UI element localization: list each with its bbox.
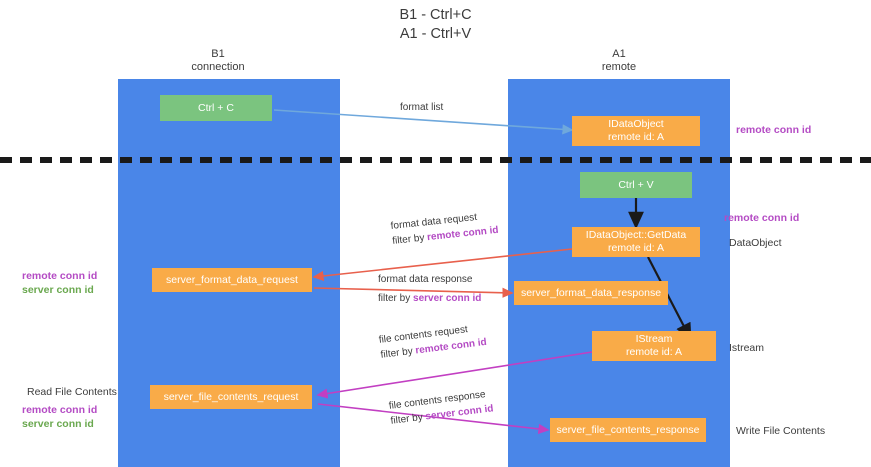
node-ctrl-c[interactable]: Ctrl + C [160, 95, 272, 121]
annotation-write-file-contents: Write File Contents [736, 425, 826, 437]
edge-label-format-data-response: format data response filter by server co… [378, 272, 481, 306]
annotation-remote-conn-id-mid: remote conn id [724, 212, 800, 224]
fdres-prefix: filter by [378, 293, 414, 304]
node-getdata-line2: remote id: A [607, 242, 665, 254]
fdres-highlight: server conn id [413, 293, 482, 304]
annotation-istream: Istream [729, 342, 765, 354]
node-server-file-contents-request-label: server_file_contents_request [163, 390, 299, 403]
edge-label-format-data-request: format data request filter by remote con… [390, 208, 499, 249]
node-server-file-contents-response[interactable]: server_file_contents_response [550, 418, 706, 442]
column-header-a1: A1 remote [559, 48, 679, 74]
node-ctrl-v[interactable]: Ctrl + V [580, 172, 692, 198]
node-server-file-contents-response-label: server_file_contents_response [556, 423, 700, 436]
annotation-left-remote-conn-id-2: remote conn id [22, 404, 98, 416]
edge-label-file-contents-request: file contents request filter by remote c… [378, 320, 488, 363]
node-server-file-contents-request[interactable]: server_file_contents_request [150, 385, 312, 409]
node-getdata-line1: IDataObject::GetData [585, 229, 687, 241]
diagram-title: B1 - Ctrl+C A1 - Ctrl+V [0, 6, 871, 44]
edge-label-format-list: format list [400, 100, 443, 115]
edge-label-format-data-response-line2: filter by server conn id [378, 291, 481, 306]
column-header-b1-role: connection [191, 61, 245, 73]
fcres-prefix: filter by [390, 411, 427, 427]
node-ctrl-c-label: Ctrl + C [198, 101, 234, 114]
node-istream-line1: IStream [635, 333, 673, 345]
edge-label-file-contents-response: file contents response filter by server … [388, 386, 494, 428]
annotation-remote-conn-id-top: remote conn id [736, 124, 812, 136]
node-server-format-data-response[interactable]: server_format_data_response [514, 281, 668, 305]
node-idataobject-line2: remote id: A [607, 131, 665, 143]
annotation-left-server-conn-id: server conn id [22, 284, 94, 296]
node-server-format-data-request-label: server_format_data_request [166, 273, 298, 286]
node-istream[interactable]: IStream remote id: A [592, 331, 716, 361]
column-header-a1-role: remote [601, 61, 637, 73]
column-header-a1-name: A1 [612, 48, 626, 60]
column-header-b1: B1 connection [158, 48, 278, 74]
fcreq-prefix: filter by [380, 345, 417, 361]
node-server-format-data-response-label: server_format_data_response [520, 286, 662, 299]
node-idataobject[interactable]: IDataObject remote id: A [572, 116, 700, 146]
annotation-dataobject: DataObject [729, 237, 782, 249]
fdreq-prefix: filter by [391, 232, 428, 247]
annotation-read-file-contents: Read File Contents [27, 386, 117, 398]
annotation-left-server-conn-id-2: server conn id [22, 418, 94, 430]
node-server-format-data-request[interactable]: server_format_data_request [152, 268, 312, 292]
edge-label-format-list-text: format list [400, 102, 444, 113]
node-ctrl-v-label: Ctrl + V [618, 178, 654, 191]
title-line-1: B1 - Ctrl+C [399, 7, 472, 23]
annotation-left-remote-conn-id: remote conn id [22, 270, 98, 282]
node-idataobject-line1: IDataObject [608, 118, 664, 130]
edge-label-format-data-response-line1: format data response [378, 274, 473, 285]
node-idataobject-getdata[interactable]: IDataObject::GetData remote id: A [572, 227, 700, 257]
section-divider [0, 157, 871, 163]
node-istream-line2: remote id: A [625, 346, 683, 358]
column-header-b1-name: B1 [211, 48, 225, 60]
title-line-2: A1 - Ctrl+V [399, 26, 472, 42]
